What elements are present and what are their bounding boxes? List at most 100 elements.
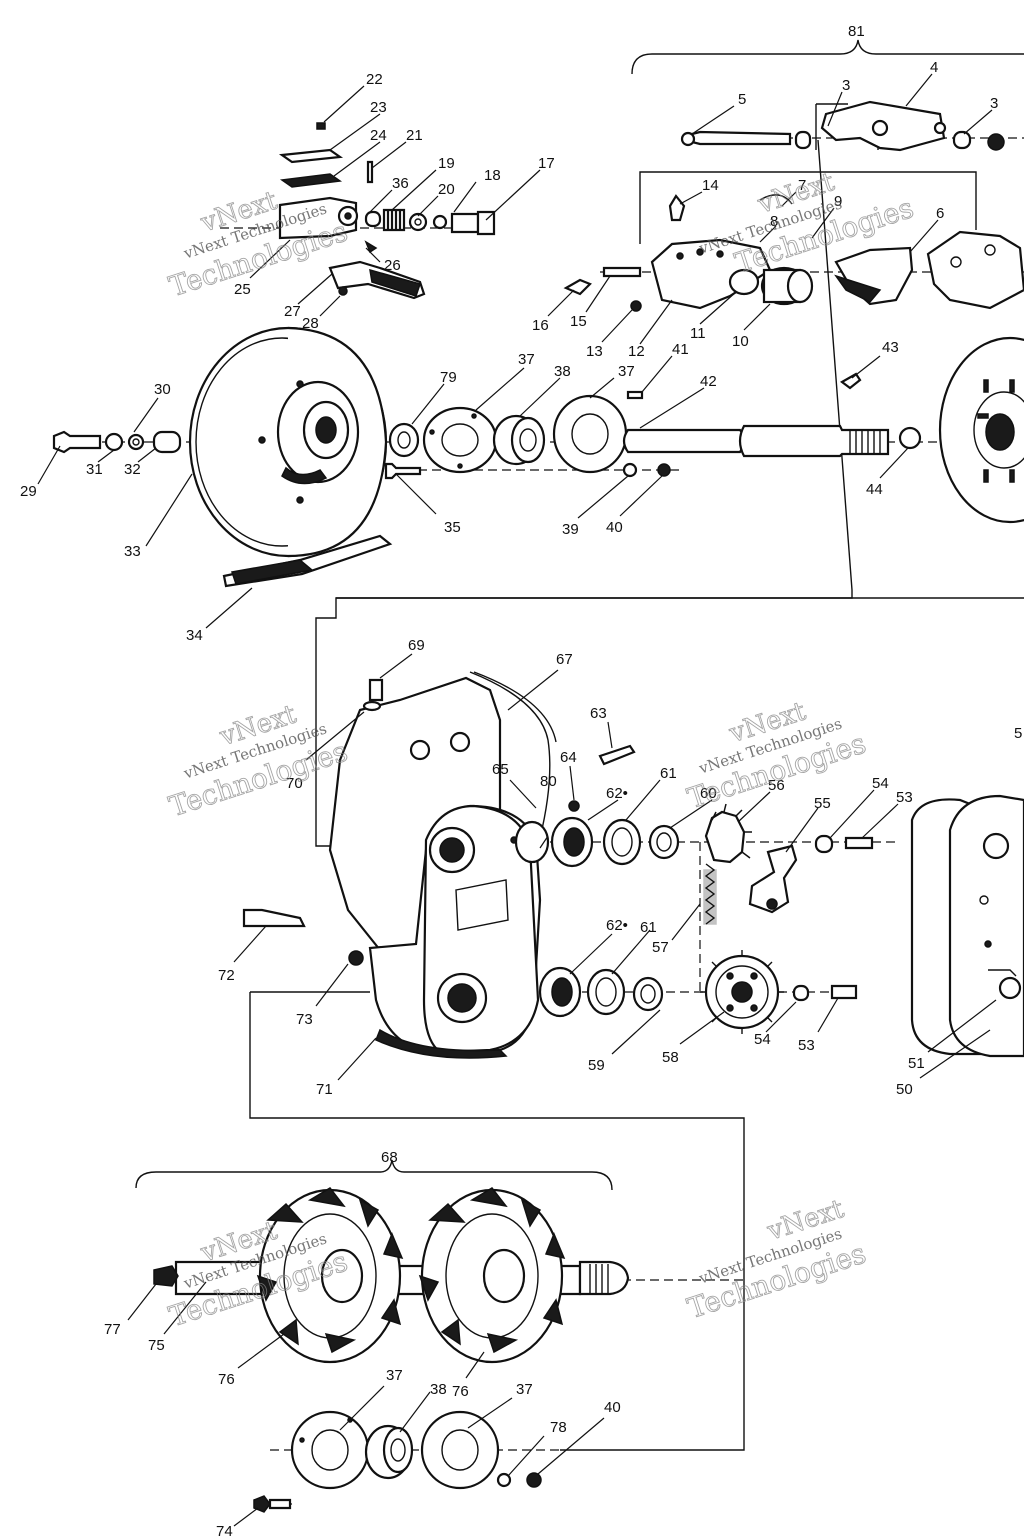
callout-64: 64 — [560, 749, 577, 766]
driven-pulley — [938, 336, 1024, 524]
callout-65: 65 — [492, 761, 509, 778]
shaft-hardware-left — [52, 394, 671, 480]
callout-70: 70 — [286, 775, 303, 792]
callout-38b: 38 — [430, 1381, 447, 1398]
bolt-72 — [242, 908, 306, 928]
watermark-6: vNext vNext Technologies Technologies — [683, 1193, 870, 1325]
callout-8: 8 — [770, 213, 778, 230]
bolt-5 — [682, 130, 792, 146]
brake-caliper-cluster — [278, 122, 496, 300]
callout-17: 17 — [538, 155, 555, 172]
callout-29: 29 — [20, 483, 37, 500]
leader-lines — [37, 73, 997, 1527]
callout-5: 5 — [738, 91, 746, 108]
axle-bearing-hardware — [253, 1410, 542, 1513]
watermark-3: vNext vNext Technologies Technologies — [165, 699, 352, 824]
callout-3b: 3 — [990, 95, 998, 112]
callout-72: 72 — [218, 967, 235, 984]
callout-14: 14 — [702, 177, 719, 194]
callout-53b: 53 — [798, 1037, 815, 1054]
callout-24: 24 — [370, 127, 387, 144]
callout-63: 63 — [590, 705, 607, 722]
callout-62-bottom: 62• — [606, 917, 628, 934]
callout-61: 61 — [660, 765, 677, 782]
callout-57: 57 — [652, 939, 669, 956]
callout-53: 53 — [896, 789, 913, 806]
brake-pad-34 — [222, 534, 393, 588]
caliper-body — [278, 196, 358, 240]
callout-74: 74 — [216, 1523, 233, 1536]
callout-37c: 37 — [386, 1367, 403, 1384]
group-bracket-81: 81 — [631, 23, 1024, 75]
callout-50: 50 — [896, 1081, 913, 1098]
callout-76-right: 76 — [452, 1383, 469, 1400]
callout-27: 27 — [284, 303, 301, 320]
seal-11 — [728, 268, 760, 296]
group-bracket-68: 68 — [135, 1149, 613, 1191]
callout-20: 20 — [438, 181, 455, 198]
callout-11: 11 — [690, 325, 706, 342]
callout-58: 58 — [662, 1049, 679, 1066]
callout-60: 60 — [700, 785, 717, 802]
callout-30: 30 — [154, 381, 171, 398]
callout-59: 59 — [588, 1057, 605, 1074]
callout-36: 36 — [392, 175, 409, 192]
callout-15: 15 — [570, 313, 587, 330]
callout-labels: 22 23 24 21 19 17 36 20 18 26 25 27 28 5… — [20, 59, 1022, 1536]
callout-42: 42 — [700, 373, 717, 390]
callout-37: 37 — [518, 351, 535, 368]
callout-75: 75 — [148, 1337, 165, 1354]
callout-26: 26 — [384, 257, 401, 274]
callout-40b: 40 — [604, 1399, 621, 1416]
callout-37d: 37 — [516, 1381, 533, 1398]
callout-34: 34 — [186, 627, 203, 644]
callout-51: 51 — [908, 1055, 925, 1072]
callout-41: 41 — [672, 341, 689, 358]
callout-73: 73 — [296, 1011, 313, 1028]
callout-76-left: 76 — [218, 1371, 235, 1388]
callout-13: 13 — [586, 343, 603, 360]
drive-sprocket-76-left — [256, 1187, 404, 1364]
callout-77: 77 — [104, 1321, 121, 1338]
callout-79: 79 — [440, 369, 457, 386]
callout-32: 32 — [124, 461, 141, 478]
callout-4: 4 — [930, 59, 938, 76]
callout-9: 9 — [834, 193, 842, 210]
tensioner-55 — [748, 844, 798, 914]
callout-37b: 37 — [618, 363, 635, 380]
plug-77 — [153, 1265, 179, 1287]
callout-10: 10 — [732, 333, 749, 350]
callout-12: 12 — [628, 343, 645, 360]
callout-69: 69 — [408, 637, 425, 654]
watermark-4: vNext vNext Technologies Technologies — [683, 696, 870, 816]
callout-40: 40 — [606, 519, 623, 536]
callout-21: 21 — [406, 127, 423, 144]
pad-plate-24 — [279, 173, 343, 188]
chain-case-internals — [514, 744, 874, 1034]
callout-67: 67 — [556, 651, 573, 668]
callout-3: 3 — [842, 77, 850, 94]
group-label-81: 81 — [848, 23, 865, 40]
callout-43: 43 — [882, 339, 899, 356]
callout-16: 16 — [532, 317, 549, 334]
chain-case-cover — [910, 794, 1024, 1058]
callout-28: 28 — [302, 315, 319, 332]
drive-sprocket-76-right — [418, 1187, 566, 1364]
callout-23: 23 — [370, 99, 387, 116]
callout-54: 54 — [872, 775, 889, 792]
chain-case-71 — [242, 671, 557, 1059]
callout-62-top: 62• — [606, 785, 628, 802]
callout-25: 25 — [234, 281, 251, 298]
callout-80: 80 — [540, 773, 557, 790]
callout-18: 18 — [484, 167, 501, 184]
callout-54b: 54 — [754, 1031, 771, 1048]
callout-39: 39 — [562, 521, 579, 538]
callout-71: 71 — [316, 1081, 333, 1098]
callout-44: 44 — [866, 481, 883, 498]
flange-37 — [422, 406, 498, 474]
callout-33: 33 — [124, 543, 141, 560]
callout-6: 6 — [936, 205, 944, 222]
washer-79 — [388, 422, 420, 458]
callout-61b: 61 — [640, 919, 657, 936]
